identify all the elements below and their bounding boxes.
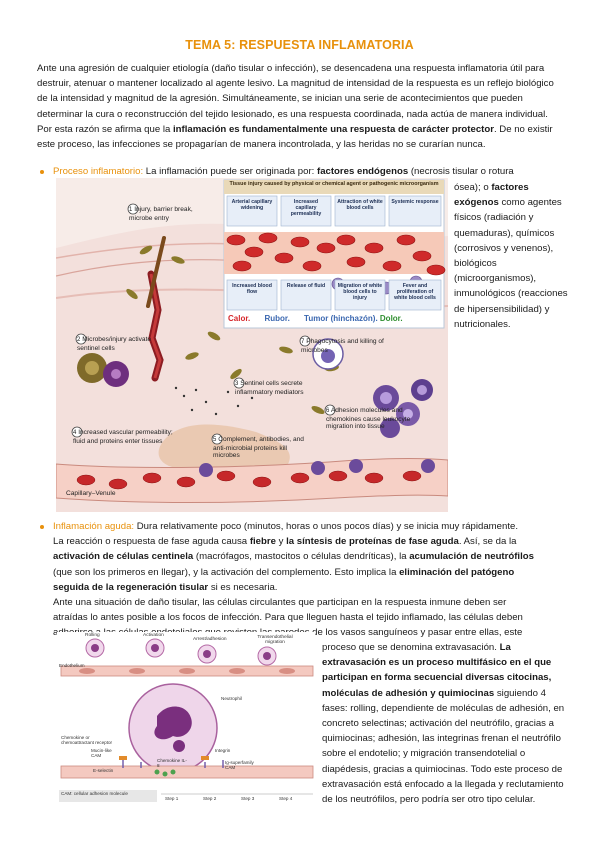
fig2-phase-arrest: Arrest/adhesion: [193, 637, 227, 642]
section2-l6: Ante una situación de daño tisular, las …: [53, 597, 507, 609]
step4-num: 4: [73, 430, 77, 436]
section2-l2c: y: [275, 536, 287, 548]
section1-text-c: (necrosis tisular o rotura: [408, 166, 514, 177]
section1-text-a: La inflamación puede ser originada por:: [143, 166, 317, 177]
fig1-bottom-label-2: Release of fluid: [286, 283, 326, 289]
intro-text-2b: inflamación es fundamentalmente una resp…: [172, 123, 494, 135]
fig2-step-2: Step 2: [203, 796, 217, 801]
section2-l2b: fiebre: [249, 536, 276, 548]
sign-tumor: Tumor (hinchazón).: [304, 314, 378, 323]
fig2-mucin-label: Mucin-like CAM: [91, 748, 112, 759]
fig2-integrin-label: Integrin: [215, 748, 231, 753]
fig1-bottom-label-1: Increased blood flow: [232, 283, 272, 295]
step7-text: Phagocytosis and killing of microbes: [301, 338, 384, 354]
side-a: ósea); o: [454, 182, 492, 193]
fig2-icam-label: Ig-superfamily CAM: [225, 760, 254, 771]
section2-r1a: proceso que se denomina extravasación.: [322, 642, 500, 653]
fig1-step-6: 6 Adhesion molecules and chemokines caus…: [326, 407, 416, 431]
step5-num: 5: [213, 437, 217, 443]
section2-l5a: seguida de la regeneración tisular: [53, 581, 209, 593]
step7-num: 7: [301, 339, 305, 345]
step3-num: 3: [235, 381, 239, 387]
step4-text: Increased vascular permeability; fluid a…: [73, 429, 173, 445]
section2-block: Inflamación aguda: Dura relativamente po…: [53, 519, 565, 641]
intro-text-2c: . De no existir este proceso, las infecc…: [37, 123, 553, 151]
fig1-bottom-label-3: Migration of white blood cells to injury: [337, 283, 383, 301]
fig1-step-2: 2 Microbes/injury activate sentinel cell…: [77, 336, 162, 352]
fig1-top-label-3: Attraction of white blood cells: [337, 199, 383, 211]
fig1-top-label-1: Arterial capillary widening: [231, 199, 273, 211]
section2-l7: atraídas lo antes posible a los focos de…: [53, 612, 523, 624]
fig2-chemo-label: Chemokine or chemoattractant receptor: [61, 735, 113, 746]
fig1-bottom-label-4: Fever and proliferation of white blood c…: [394, 283, 436, 301]
fig2-step-3: Step 3: [241, 796, 255, 801]
fig1-step-1: 1 Injury, barrier break, microbe entry: [129, 206, 209, 222]
fig1-header: Tissue injury caused by physical or chem…: [229, 181, 439, 187]
section1-label: Proceso inflamatorio:: [53, 166, 144, 177]
section2-l4: (que son los primeros en llegar), y la a…: [53, 566, 400, 578]
sign-calor: Calor.: [228, 314, 251, 323]
bullet-proceso: [40, 170, 44, 174]
intro-text: Ante una agresión de cualquier etiología…: [37, 63, 554, 120]
section2-label: Inflamación aguda:: [53, 521, 135, 532]
step6-text: Adhesion molecules and chemokines cause …: [326, 407, 411, 431]
fig1-step-4: 4 Increased vascular permeability; fluid…: [73, 429, 173, 445]
inflammation-figure: Tissue injury caused by physical or chem…: [56, 178, 448, 512]
section2-l4b: eliminación del patógeno: [399, 566, 515, 578]
section2-l5b: si es necesaria.: [208, 581, 278, 593]
section2-l2a: La reacción o respuesta de fase aguda ca…: [53, 536, 250, 548]
fig2-phase-rolling: Rolling: [85, 633, 100, 638]
fig2-step-4: Step 4: [279, 796, 293, 801]
section2-l1: Dura relativamente poco (minutos, horas …: [134, 521, 519, 532]
side-b: factores exógenos: [454, 182, 529, 209]
section1-sidecolumn: ósea); o factores exógenos como agentes …: [454, 180, 569, 332]
step2-text: Microbes/injury activate sentinel cells: [77, 336, 152, 352]
section1-line: Proceso inflamatorio: La inflamación pue…: [53, 164, 565, 179]
step1-num: 1: [129, 207, 133, 213]
bullet-aguda: [40, 525, 44, 529]
sign-rubor: Rubor.: [264, 314, 290, 323]
fig2-step-1: Step 1: [165, 796, 179, 801]
section2-r1b: La extravasación es un proceso multifási…: [322, 642, 552, 699]
fig2-cam-note: CAM: cellular adhesion molecule: [61, 791, 128, 796]
intro-text-2a: Por esta razón se afirma que la: [37, 123, 173, 135]
step1-text: Injury, barrier break, microbe entry: [129, 206, 193, 222]
extravasation-figure: Rolling Activation Arrest/adhesion Trans…: [57, 632, 315, 810]
section2-l3b: (macrófagos, mastocitos o células dendrí…: [193, 551, 410, 563]
step5-text: Complement, antibodies, and anti-microbi…: [213, 436, 304, 460]
section2-l2d: la síntesis de proteínas de fase aguda: [286, 536, 459, 548]
step3-text: Sentinel cells secrete inflammatory medi…: [235, 380, 304, 396]
fig2-phase-migration: Transendothelial migration: [257, 635, 293, 646]
page-title: TEMA 5: RESPUESTA INFLAMATORIA: [185, 38, 414, 52]
step2-num: 2: [77, 337, 81, 343]
section1-text-b: factores endógenos: [317, 166, 409, 177]
fig1-capillary-label: Capillary–Venule: [66, 490, 116, 497]
sign-dolor: Dolor.: [379, 314, 403, 323]
side-c: como agentes físicos (radiación y quemad…: [454, 197, 568, 330]
fig1-signs: Calor. Rubor. Tumor (hinchazón). Dolor.: [228, 314, 442, 324]
fig1-step-7: 7 Phagocytosis and killing of microbes: [301, 338, 391, 354]
fig2-phase-activation: Activation: [143, 633, 164, 638]
section2-l3c: acumulación de neutrófilos: [409, 551, 534, 563]
section2-rightcolumn: proceso que se denomina extravasación. L…: [322, 640, 567, 807]
step6-num: 6: [326, 408, 330, 414]
fig2-neutrophil-label: Neutrophil: [221, 696, 242, 701]
section2-r1c: siguiendo 4 fases: rolling, dependiente …: [322, 687, 565, 806]
section2-l3a: activación de células centinela: [53, 551, 194, 563]
fig2-eselectin-label: E-selectin: [93, 768, 114, 773]
fig1-top-label-4: Systemic response: [391, 199, 439, 205]
fig1-top-label-2: Increased capillary permeability: [290, 199, 322, 217]
intro-paragraph: Ante una agresión de cualquier etiología…: [37, 61, 565, 152]
fig1-step-5: 5 Complement, antibodies, and anti-micro…: [213, 436, 313, 460]
fig2-endothelium-label: Endothelium: [59, 663, 85, 668]
fig1-step-3: 3 Sentinel cells secrete inflammatory me…: [235, 380, 330, 396]
section2-l2e: . Así, se da la: [458, 536, 517, 548]
fig2-chemokine-label: Chemokine IL-8: [157, 758, 187, 769]
